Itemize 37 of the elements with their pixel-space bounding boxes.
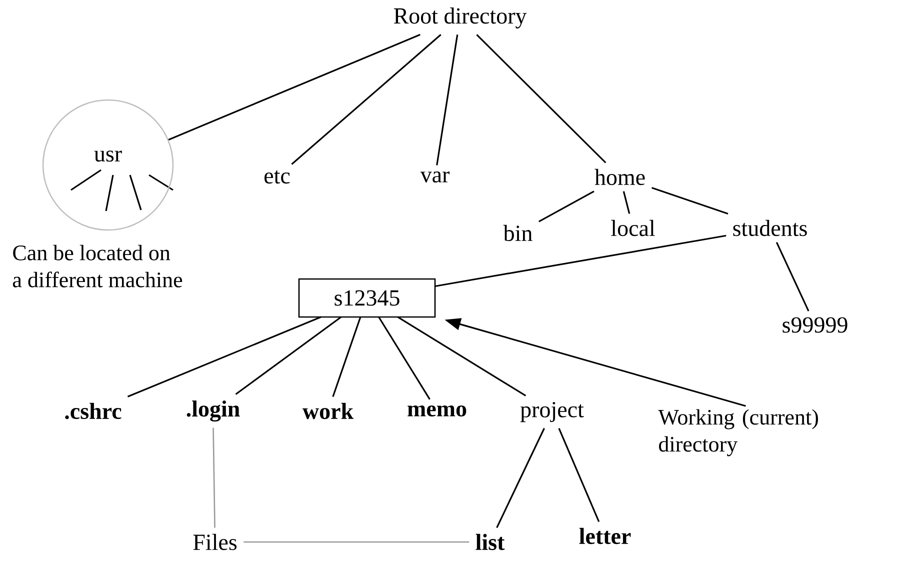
- leader-line: [244, 541, 470, 543]
- tree-branch-line: [397, 316, 526, 396]
- tree-branch-line: [476, 34, 606, 164]
- directory-label: bin: [503, 224, 532, 242]
- leader-line: [212, 428, 216, 528]
- tree-branch-line: [235, 316, 342, 395]
- directory-label: .cshrc: [65, 402, 122, 420]
- note-text: Can be located on a different machine: [12, 244, 182, 288]
- directory-label: project: [520, 402, 584, 422]
- directory-label: memo: [408, 405, 466, 417]
- tree-branch-line: [652, 187, 728, 214]
- directory-label: students: [733, 220, 807, 236]
- directory-label: var: [420, 171, 450, 183]
- tree-branch-line: [558, 428, 600, 522]
- directory-label: s99999: [782, 317, 848, 333]
- directory-label: .login: [186, 400, 240, 422]
- tree-branch-line: [291, 34, 442, 165]
- directory-label: Files: [193, 534, 237, 550]
- tree-branch-line: [776, 242, 810, 312]
- directory-label: list: [476, 534, 505, 550]
- current-directory-box: s12345: [298, 278, 436, 318]
- tree-branch-line: [434, 234, 726, 288]
- directory-label: home: [594, 168, 645, 186]
- tree-branch-line: [332, 316, 362, 397]
- tree-branch-line: [378, 316, 430, 400]
- tree-branch-line: [436, 34, 458, 166]
- tree-branch-line: [168, 34, 420, 140]
- directory-label: Root directory: [394, 8, 527, 28]
- tree-branch-line: [538, 190, 594, 222]
- directory-label: etc: [264, 170, 290, 184]
- annotation-text: Working (current) directory: [658, 409, 818, 456]
- directory-label: letter: [579, 528, 631, 544]
- tree-branch-line: [127, 316, 322, 398]
- tree-branch-line: [496, 428, 545, 528]
- tree-branch-line: [622, 191, 630, 214]
- directory-label: local: [611, 220, 655, 236]
- directory-label: work: [302, 402, 354, 420]
